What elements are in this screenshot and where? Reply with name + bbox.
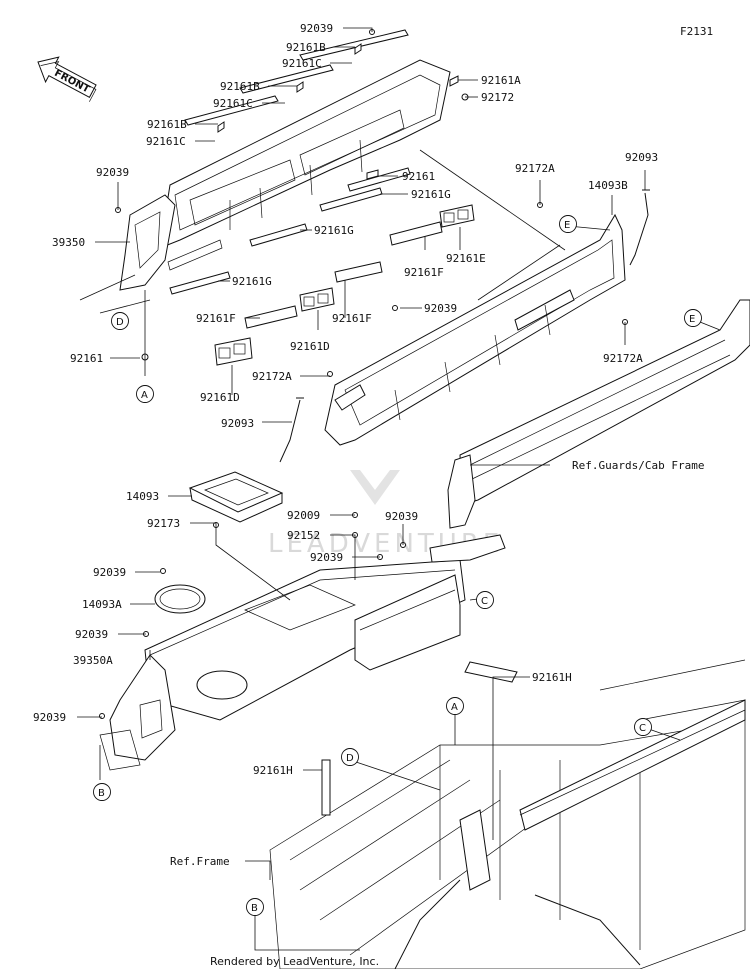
floor-box-assembly [99,471,506,771]
part-label: 92039 [33,711,66,724]
part-label: 92172A [603,352,643,365]
part-label: 92093 [625,151,658,164]
part-label: 92039 [96,166,129,179]
vehicle-frame [269,659,746,969]
svg-text:D: D [116,317,124,328]
svg-text:A: A [141,390,148,401]
callout-b-left: B [93,783,111,801]
part-label: 14093B [588,179,628,192]
credit-text: Rendered by LeadVenture, Inc. [210,955,379,968]
guards-cab-frame [447,299,750,529]
callout-e-left: E [559,215,577,233]
part-label: 92161C [282,57,322,70]
callout-e-right: E [684,309,702,327]
diagram-code: F2131 [680,25,713,38]
part-label: 92161D [290,340,330,353]
svg-text:B: B [251,903,258,914]
ref-label: Ref.Guards/Cab Frame [572,459,704,472]
part-label: 92161F [196,312,236,325]
right-side-panel [279,189,650,463]
callout-c-frame: C [634,718,652,736]
callout-a-bottom: A [446,697,464,715]
svg-text:D: D [346,753,354,764]
svg-text:E: E [564,220,570,231]
part-label: 14093 [126,490,159,503]
part-label: 92161F [332,312,372,325]
part-label: 92009 [287,509,320,522]
svg-text:B: B [98,788,105,799]
part-label: 92161F [404,266,444,279]
callout-a-top: A [136,385,154,403]
part-label: 92161 [402,170,435,183]
part-label: 92161H [532,671,572,684]
part-label: 92039 [310,551,343,564]
part-label: 92161H [253,764,293,777]
part-label: 92161B [220,80,260,93]
svg-text:C: C [481,596,488,607]
part-label: 92039 [75,628,108,641]
part-label: 14093A [82,598,122,611]
part-label: 92161A [481,74,521,87]
part-label: 92039 [385,510,418,523]
part-label: 92039 [424,302,457,315]
part-label: 92039 [93,566,126,579]
part-label: 92161E [446,252,486,265]
part-label: 92172A [515,162,555,175]
callout-b-bottom: B [246,898,264,916]
part-label: 92161D [200,391,240,404]
part-label: 92039 [300,22,333,35]
part-label: 92161B [147,118,187,131]
part-label: 92161G [411,188,451,201]
part-label: 92093 [221,417,254,430]
part-label: 39350 [52,236,85,249]
svg-text:C: C [639,723,646,734]
part-label: 92172 [481,91,514,104]
part-label: 92172A [252,370,292,383]
part-label: 92161G [314,224,354,237]
leader-lines [77,27,721,951]
front-arrow-icon: FRONT [37,56,97,102]
svg-text:A: A [451,702,458,713]
part-label: 92161C [213,97,253,110]
callout-c-mid: C [476,591,494,609]
ref-label: Ref.Frame [170,855,230,868]
callout-d-frame: D [341,748,359,766]
svg-text:E: E [689,314,695,325]
part-label: 92161G [232,275,272,288]
part-labels: 92039 92161B 92161C 92161A 92172 92161B … [33,22,704,868]
part-label: 92173 [147,517,180,530]
part-label: 92152 [287,529,320,542]
upper-side-panel [115,29,475,366]
part-label: 92161C [146,135,186,148]
part-label: 92161B [286,41,326,54]
callout-d-left: D [111,312,129,330]
part-label: 92161 [70,352,103,365]
part-label: 39350A [73,654,113,667]
